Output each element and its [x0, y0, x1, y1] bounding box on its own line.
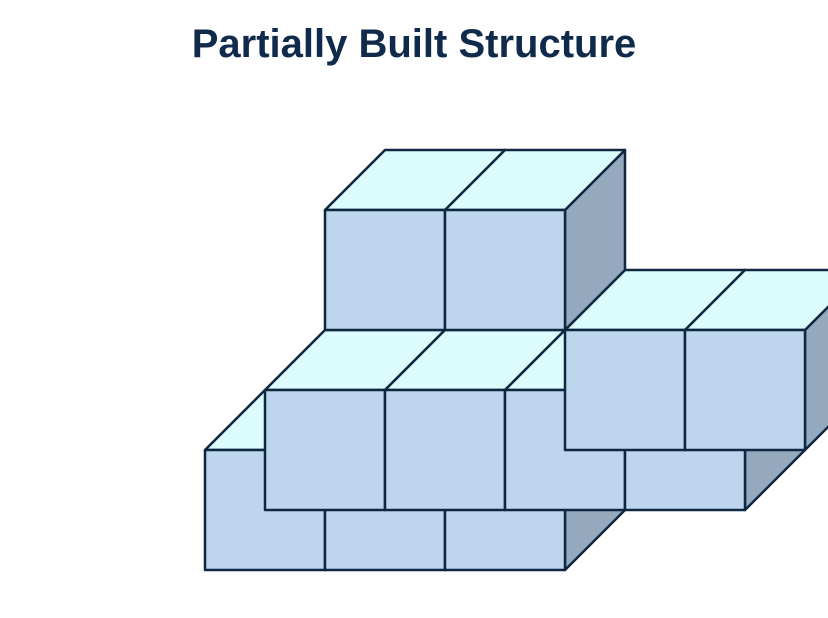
diagram-title: Partially Built Structure — [191, 22, 637, 66]
cube-front-face — [563, 328, 687, 452]
cube-layer — [203, 148, 828, 572]
cube — [683, 268, 828, 452]
cube-front-face — [323, 208, 447, 332]
cube-front-face — [683, 328, 807, 452]
cube — [443, 148, 627, 332]
cube-front-face — [263, 388, 387, 512]
cube-front-face — [443, 208, 567, 332]
cube-front-face — [383, 388, 507, 512]
